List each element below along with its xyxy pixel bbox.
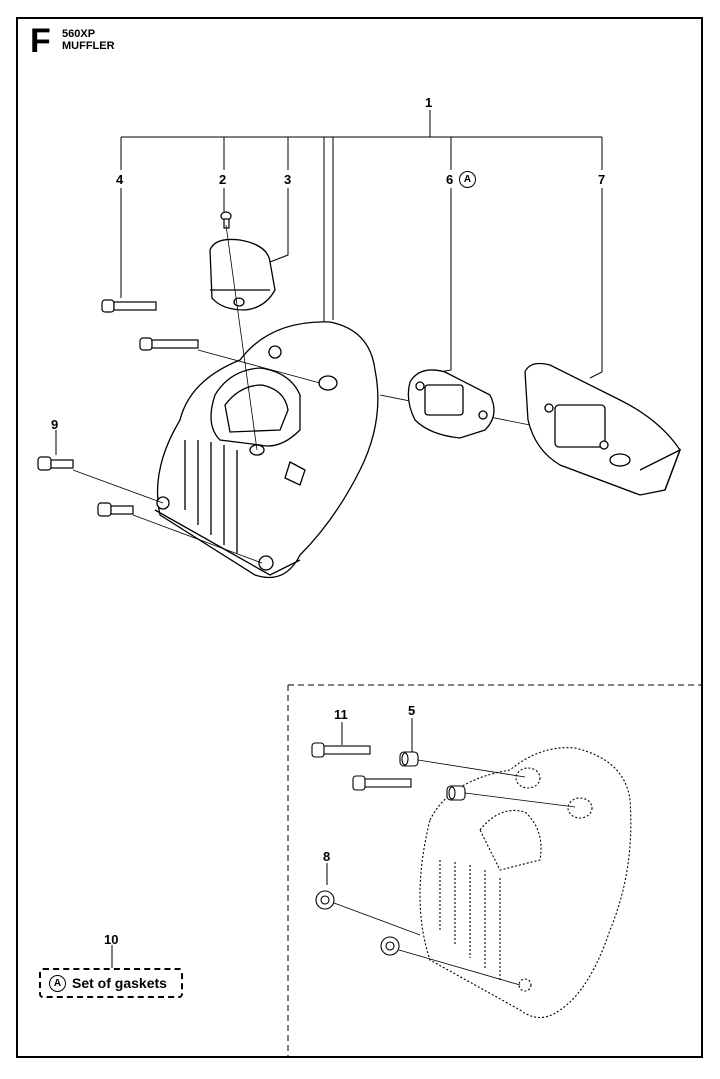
callout-3: 3 [284,172,292,187]
inset-box [287,684,703,1057]
gasket [407,369,495,439]
model-title: 560XP MUFFLER [62,28,115,52]
callout-5: 5 [408,703,416,718]
inset-muffler [419,747,632,1019]
section-letter: F [30,22,51,60]
inset-parts [311,742,466,956]
callout-7: 7 [598,172,606,187]
inset-axis-lines [333,759,576,986]
part-group-title: MUFFLER [62,40,115,52]
legend-text: Set of gaskets [72,975,167,991]
callout-2: 2 [219,172,227,187]
model-number: 560XP [62,28,96,40]
callout-11: 11 [334,707,348,722]
callout-leaders [55,110,603,968]
legend-marker: A [49,974,66,992]
callout-4: 4 [116,172,124,187]
deflector-cap [209,238,276,311]
callout-10: 10 [104,932,119,947]
muffler-body [154,321,379,579]
heat-shield [524,362,682,496]
diagram-frame [16,17,703,1058]
gasket-set-marker: A [459,171,476,188]
bolts [37,299,199,517]
gasket-set-legend: A Set of gaskets [39,968,183,998]
callout-9: 9 [51,417,59,432]
callout-8: 8 [323,849,331,864]
callout-6: 6 [446,172,454,187]
callout-1: 1 [425,95,433,110]
